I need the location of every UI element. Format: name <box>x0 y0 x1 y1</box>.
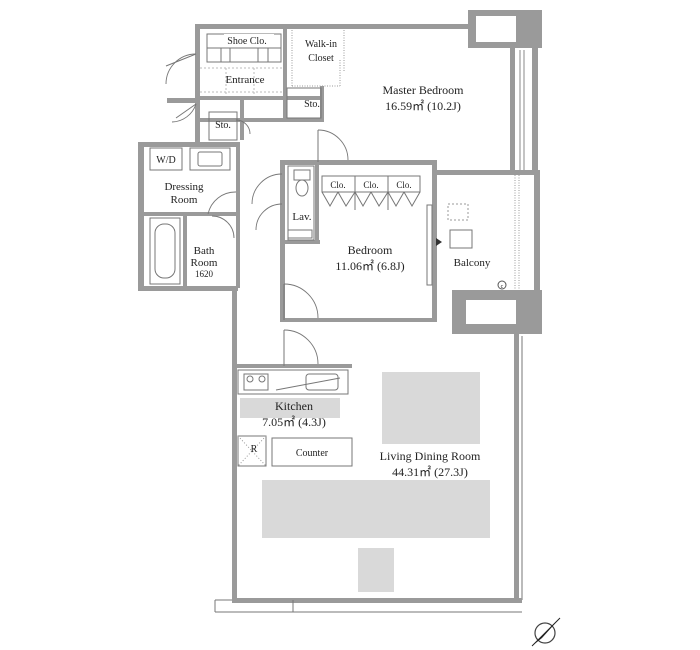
bath-room-line1: Bath <box>194 245 215 257</box>
dressing-room-line1: Dressing <box>164 181 204 193</box>
storage-lower: Sto. <box>208 111 251 141</box>
lavatory-door <box>251 173 283 205</box>
counter: Counter <box>271 437 353 467</box>
shoe-closet-label: Shoe Clo. <box>227 36 266 47</box>
wd-label: W/D <box>156 155 175 166</box>
bedroom-door <box>283 283 319 319</box>
sofa-area <box>262 480 490 538</box>
kitchen-counter <box>237 369 349 395</box>
dressing-room-line2: Room <box>171 194 198 206</box>
dining-table <box>382 372 480 444</box>
bedroom-closets: Clo. Clo. Clo. <box>321 175 421 210</box>
master-bedroom-door <box>317 129 349 161</box>
svg-text:c: c <box>501 284 504 290</box>
entrance-door <box>165 53 197 123</box>
bathtub <box>149 217 181 285</box>
kitchen-name: Kitchen <box>275 399 313 413</box>
closet-1-label: Clo. <box>330 180 345 190</box>
corridor-door <box>255 203 283 231</box>
dressing-room-door <box>207 191 237 215</box>
storage-upper: Sto. <box>286 87 322 119</box>
ldr-area: 44.31㎡ (27.3J) <box>392 465 468 479</box>
balcony-label: Balcony <box>454 257 491 269</box>
wash-basin <box>189 147 231 171</box>
ldr-name: Living Dining Room <box>380 449 481 463</box>
bedroom-name: Bedroom <box>348 243 393 257</box>
bath-room-size: 1620 <box>195 269 214 279</box>
walk-in-closet-line2: Closet <box>308 53 334 64</box>
entrance-label: Entrance <box>225 74 264 86</box>
bedroom-window <box>426 204 442 286</box>
walk-in-closet-line1: Walk-in <box>305 39 337 50</box>
closet-3-label: Clo. <box>396 180 411 190</box>
storage-upper-label: Sto. <box>304 99 320 110</box>
closet-2-label: Clo. <box>363 180 378 190</box>
walk-in-closet: Walk-in Closet <box>291 30 345 87</box>
circle-c-icon: c <box>497 280 507 290</box>
entrance-tiles <box>200 67 283 96</box>
refrigerator-label: R <box>251 444 258 455</box>
lavatory-label: Lav. <box>292 211 311 223</box>
storage-lower-label: Sto. <box>215 120 231 131</box>
refrigerator: R <box>237 435 267 467</box>
bath-room-door <box>211 215 235 239</box>
kitchen-area: 7.05㎡ (4.3J) <box>262 415 326 429</box>
bedroom-area: 11.06㎡ (6.8J) <box>335 259 404 273</box>
north-arrow-icon <box>531 617 561 647</box>
lavatory: Lav. <box>287 165 315 241</box>
shoe-closet: Shoe Clo. <box>206 33 282 63</box>
master-bedroom-name: Master Bedroom <box>383 83 465 97</box>
kitchen-floor-mat <box>240 398 340 418</box>
balcony-furniture <box>447 203 473 249</box>
tv-unit <box>358 548 394 592</box>
bath-room-line2: Room <box>191 257 218 269</box>
ldr-door <box>283 329 319 365</box>
master-bedroom-area: 16.59㎡ (10.2J) <box>385 99 461 113</box>
outer-walls <box>138 10 542 613</box>
counter-label: Counter <box>296 448 329 459</box>
washer-dryer: W/D <box>149 147 183 171</box>
